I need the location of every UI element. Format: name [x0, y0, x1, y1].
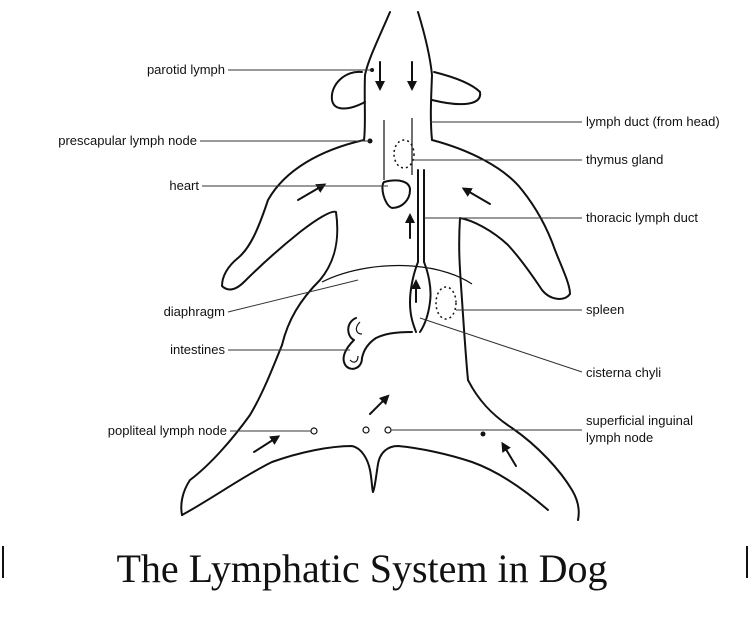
- left-flank-outline: [180, 344, 283, 516]
- heart-shape: [381, 179, 411, 209]
- label-superficial-inguinal-line2: lymph node: [586, 430, 653, 445]
- inguinal-node-dot: [480, 431, 486, 437]
- head-left-outline: [363, 11, 391, 141]
- label-prescapular-lymph-node: prescapular lymph node: [58, 133, 197, 148]
- label-lymph-duct-head: lymph duct (from head): [586, 114, 720, 129]
- label-superficial-inguinal-line1: superficial inguinal: [586, 413, 693, 428]
- inguinal-node-left: [362, 426, 370, 434]
- inguinal-node-right: [384, 426, 392, 434]
- right-shoulder-outline: [431, 139, 571, 381]
- diaphragm-outline: [321, 264, 473, 285]
- thoracic-duct-line: [409, 169, 419, 333]
- label-parotid-lymph: parotid lymph: [147, 62, 225, 77]
- label-intestines: intestines: [170, 342, 225, 357]
- leader-diaphragm: [227, 279, 359, 313]
- spleen-shape: [435, 286, 457, 320]
- label-thoracic-lymph-duct: thoracic lymph duct: [586, 210, 698, 225]
- organs: [310, 68, 486, 437]
- thymus-shape: [393, 139, 415, 169]
- left-hindleg-inner: [181, 445, 549, 516]
- intestines-inner: [349, 321, 363, 363]
- labels: parotid lymph prescapular lymph node hea…: [58, 62, 719, 445]
- label-spleen: spleen: [586, 302, 624, 317]
- intestines-shape: [342, 317, 413, 370]
- flow-arrows: [253, 61, 517, 467]
- label-popliteal-lymph-node: popliteal lymph node: [108, 423, 227, 438]
- left-shoulder-outline: [221, 139, 365, 346]
- arrow-right-foreleg: [461, 187, 491, 205]
- leader-cisterna: [419, 317, 583, 373]
- arrow-abdomen: [369, 394, 390, 415]
- right-ear-outline: [431, 71, 482, 106]
- left-ear-outline: [330, 70, 366, 110]
- head-right-outline: [417, 11, 433, 141]
- arrow-right-hindleg: [501, 441, 517, 467]
- right-flank-outline: [467, 379, 580, 521]
- arrow-left-hindleg: [253, 435, 281, 453]
- arrow-left-foreleg: [297, 183, 327, 201]
- popliteal-node-shape: [310, 427, 318, 435]
- neck-column: [383, 118, 413, 180]
- leader-lines: [200, 69, 583, 432]
- label-diaphragm: diaphragm: [164, 304, 225, 319]
- diagram-title: The Lymphatic System in Dog: [116, 546, 607, 591]
- dog-outline: [180, 11, 580, 521]
- label-thymus-gland: thymus gland: [586, 152, 663, 167]
- label-heart: heart: [169, 178, 199, 193]
- label-cisterna-chyli: cisterna chyli: [586, 365, 661, 380]
- thoracic-duct-line-2: [419, 169, 432, 333]
